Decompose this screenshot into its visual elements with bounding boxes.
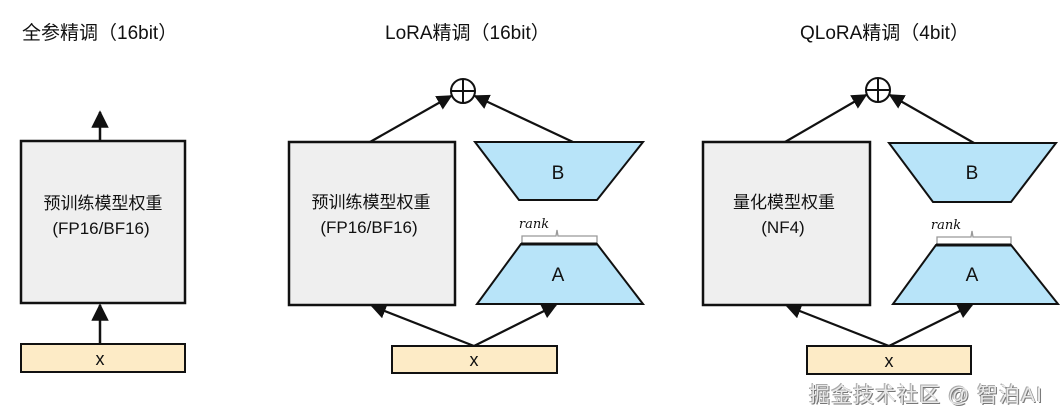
input-label: x	[885, 351, 894, 371]
b-to-sum-arrow	[473, 94, 574, 143]
panel-title-lora: LoRA精调（16bit）	[385, 23, 550, 44]
input-box	[391, 345, 558, 374]
panel-qlora: 量化模型权重 (NF4) B rank A x	[701, 77, 1061, 375]
input-box	[20, 343, 186, 373]
input-to-a-arrow	[888, 304, 974, 347]
rank-brace	[521, 229, 598, 243]
matrix-b-label: B	[966, 163, 979, 184]
panel-title-full-finetune: 全参精调（16bit）	[22, 23, 178, 44]
weight-label-line1: 预训练模型权重	[312, 193, 431, 212]
input-label: x	[470, 350, 479, 370]
matrix-b	[472, 141, 646, 201]
weight-label-line1: 量化模型权重	[733, 193, 835, 212]
b-to-sum-arrow	[888, 94, 975, 144]
watermark: 掘金技术社区 @ 智泊AI	[809, 384, 1043, 407]
rank-label: rank	[931, 218, 961, 233]
matrix-a-label: A	[552, 265, 565, 286]
weight-label-line2: (FP16/BF16)	[320, 218, 417, 237]
weight-label-line1: 预训练模型权重	[44, 194, 163, 213]
weight-label-line2: (NF4)	[761, 218, 804, 237]
matrix-b	[887, 142, 1059, 203]
pretrained-weight-box	[287, 140, 457, 307]
panel-lora: 预训练模型权重 (FP16/BF16) B rank A x	[287, 78, 646, 374]
rank-label: rank	[519, 217, 549, 232]
panel-full-finetune: 预训练模型权重 (FP16/BF16) x	[19, 110, 187, 373]
weight-to-sum-arrow	[369, 95, 453, 143]
input-to-weight-arrow	[785, 303, 890, 348]
matrix-b-label: B	[552, 163, 565, 184]
rank-brace	[936, 230, 1012, 244]
input-to-weight-arrow	[370, 303, 475, 348]
input-box	[806, 345, 972, 375]
pretrained-weight-box	[19, 139, 187, 305]
weight-to-sum-arrow	[784, 94, 868, 143]
input-to-a-arrow	[473, 304, 558, 347]
matrix-a-label: A	[966, 265, 979, 286]
input-label: x	[96, 349, 105, 369]
weight-label-line2: (FP16/BF16)	[52, 219, 149, 238]
panel-title-qlora: QLoRA精调（4bit）	[800, 23, 969, 44]
